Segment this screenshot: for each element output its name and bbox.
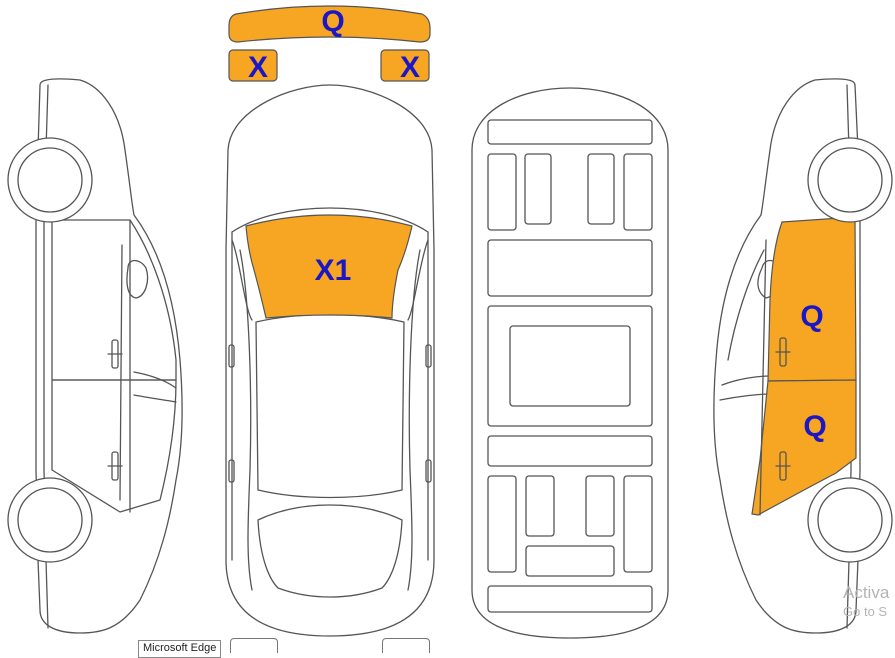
watermark-line1: Activa [843,583,890,602]
activation-watermark: Activa Go to S [843,582,895,620]
right-side-view: Q Q [713,78,893,634]
left-small-panel [228,49,278,82]
front-door-mark: Q [800,300,823,333]
left-side-view [7,78,183,634]
windshield-strip-mark: Q [321,5,344,38]
windshield-strip-panel [228,5,431,43]
rear-door-panel [751,379,857,516]
left-small-panel-mark: X [248,51,268,84]
rear-door-mark: Q [803,410,826,443]
roof-panel [245,214,413,319]
front-door-panel [767,216,857,382]
taskbar-tab-stub-left[interactable] [230,638,278,653]
right-small-panel [380,49,430,82]
watermark-line2: Go to S [843,604,888,619]
right-small-panel-mark: X [400,51,420,84]
taskbar-tab-stub-right[interactable] [382,638,430,653]
taskbar-tooltip: Microsoft Edge [138,640,222,658]
roof-panel-mark: X1 [315,254,352,287]
detached-panels: Q X X [228,5,431,84]
top-view: X1 [225,84,435,637]
underside-view [471,87,669,639]
